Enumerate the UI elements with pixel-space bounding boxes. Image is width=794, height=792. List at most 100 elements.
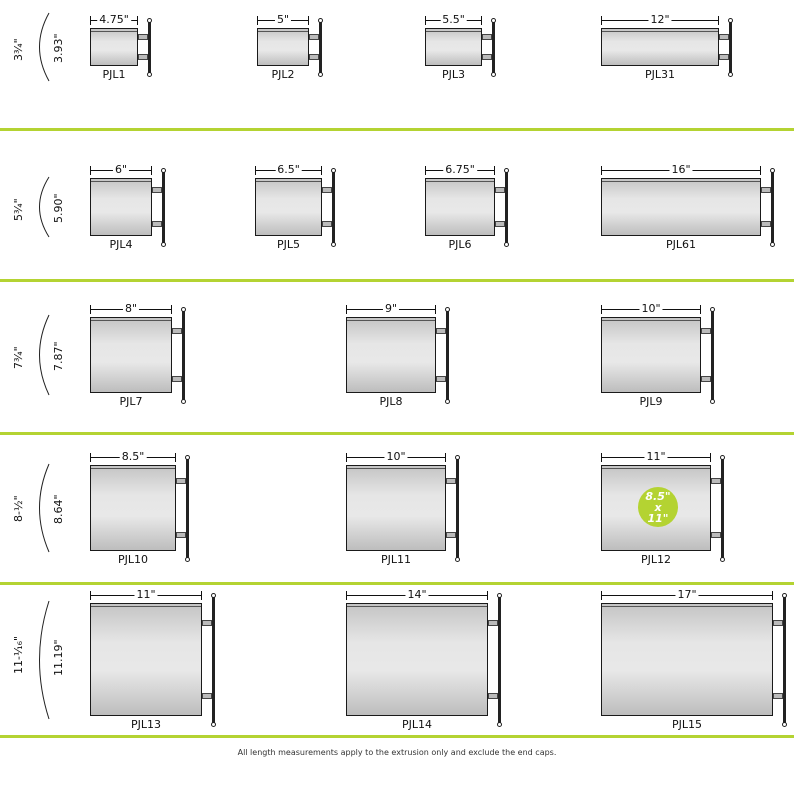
dimension-tick [321, 166, 322, 175]
sign-width-label: 8" [122, 302, 140, 316]
width-dimension: 10" [346, 450, 446, 464]
height-arc [39, 176, 50, 238]
rail-end-cap [455, 557, 460, 562]
dimension-tick [601, 166, 602, 175]
dimension-tick [90, 305, 91, 314]
rail-end-cap [331, 242, 336, 247]
dimension-tick [151, 166, 152, 175]
dimension-tick [201, 591, 202, 600]
sign-width-label: 9" [382, 302, 400, 316]
width-dimension: 5" [257, 13, 309, 27]
mounting-bracket [172, 376, 182, 382]
wall-rail [186, 457, 189, 559]
wall-rail [505, 170, 508, 244]
mounting-bracket [436, 328, 446, 334]
badge-text: 11" [647, 511, 669, 525]
sign-panel [346, 465, 446, 551]
footnote: All length measurements apply to the ext… [237, 748, 557, 757]
mounting-bracket [773, 620, 783, 626]
row-separator [0, 735, 794, 738]
height-arc [39, 12, 50, 82]
width-dimension: 11" [90, 588, 202, 602]
rail-end-cap [728, 18, 733, 23]
dimension-tick [760, 166, 761, 175]
width-dimension: 6" [90, 163, 152, 177]
mounting-bracket [495, 187, 505, 193]
wall-rail [711, 309, 714, 401]
dimension-tick [346, 453, 347, 462]
mounting-bracket [446, 478, 456, 484]
mounting-bracket [495, 221, 505, 227]
sign-panel [90, 603, 202, 716]
width-dimension: 17" [601, 588, 773, 602]
mounting-bracket [711, 478, 721, 484]
dimension-tick [718, 16, 719, 25]
mounting-bracket [176, 532, 186, 538]
rail-end-cap [185, 557, 190, 562]
wall-rail [148, 20, 151, 74]
wall-rail [332, 170, 335, 244]
width-dimension: 16" [601, 163, 761, 177]
sign-model-label: PJL13 [130, 718, 162, 731]
dimension-tick [171, 305, 172, 314]
row-size-label: 8-½" [12, 495, 25, 522]
rail-end-cap [211, 593, 216, 598]
rail-end-cap [710, 399, 715, 404]
width-dimension: 9" [346, 302, 436, 316]
wall-rail [446, 309, 449, 401]
mounting-bracket [482, 54, 492, 60]
rail-end-cap [445, 399, 450, 404]
wall-rail [771, 170, 774, 244]
rail-end-cap [185, 455, 190, 460]
dimension-tick [308, 16, 309, 25]
rail-end-cap [497, 722, 502, 727]
width-dimension: 5.5" [425, 13, 482, 27]
row-separator [0, 432, 794, 435]
sign-model-label: PJL9 [639, 395, 663, 408]
height-arc [39, 463, 50, 553]
sign-panel [425, 178, 495, 236]
mounting-bracket [719, 34, 729, 40]
dimension-tick [601, 453, 602, 462]
rail-end-cap [181, 307, 186, 312]
sign-model-label: PJL2 [271, 68, 295, 81]
wall-rail [162, 170, 165, 244]
sign-model-label: PJL12 [640, 553, 672, 566]
dimension-tick [257, 16, 258, 25]
sign-panel [346, 317, 436, 393]
mounting-bracket [773, 693, 783, 699]
sign-panel [425, 28, 482, 66]
mounting-bracket [761, 187, 771, 193]
wall-rail [319, 20, 322, 74]
sign-panel [255, 178, 322, 236]
dimension-tick [90, 453, 91, 462]
sign-width-label: 14" [405, 588, 429, 602]
sign-width-label: 16" [669, 163, 693, 177]
sign-panel [601, 178, 761, 236]
height-arc [39, 314, 50, 396]
dimension-tick [710, 453, 711, 462]
rail-end-cap [161, 242, 166, 247]
dimension-tick [487, 591, 488, 600]
badge-text: 8.5" [645, 489, 671, 503]
mounting-bracket [488, 693, 498, 699]
dimension-tick [445, 453, 446, 462]
sign-model-label: PJL14 [401, 718, 433, 731]
mounting-bracket [138, 54, 148, 60]
rail-end-cap [318, 72, 323, 77]
sign-width-label: 8.5" [119, 450, 147, 464]
rail-end-cap [504, 168, 509, 173]
rail-end-cap [318, 18, 323, 23]
width-dimension: 11" [601, 450, 711, 464]
rail-end-cap [782, 722, 787, 727]
mounting-bracket [719, 54, 729, 60]
mounting-bracket [701, 328, 711, 334]
sign-width-label: 17" [675, 588, 699, 602]
badge-text: x [654, 500, 662, 514]
dimension-tick [601, 591, 602, 600]
sign-model-label: PJL31 [644, 68, 676, 81]
rail-end-cap [491, 18, 496, 23]
mounting-bracket [202, 693, 212, 699]
mounting-bracket [172, 328, 182, 334]
